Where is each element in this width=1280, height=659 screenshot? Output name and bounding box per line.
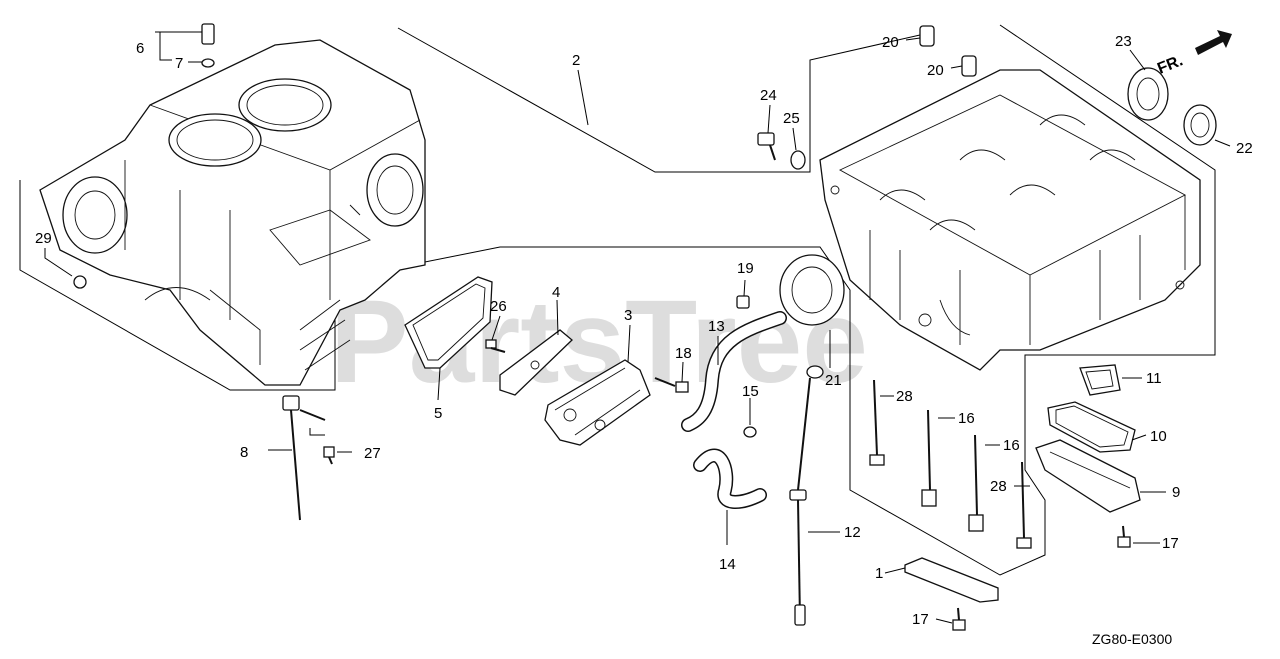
part-22-oil-seal[interactable] [1183, 104, 1217, 146]
group-outline-cover [1024, 400, 1046, 545]
callout-10: 10 [1150, 428, 1167, 445]
callout-20-a: 20 [882, 34, 899, 51]
callout-22: 22 [1236, 140, 1253, 157]
part-28-bolt-b[interactable] [1016, 461, 1032, 549]
callout-17-a: 17 [1162, 535, 1179, 552]
callout-1: 1 [875, 565, 883, 582]
callout-5: 5 [434, 405, 442, 422]
part-9-cover[interactable] [1035, 439, 1141, 513]
group-outline-cylinder-left [19, 180, 336, 391]
part-7-washer[interactable] [201, 58, 215, 68]
part-15-clamp[interactable] [743, 426, 757, 438]
part-4-plate[interactable] [499, 329, 573, 396]
part-6-dowel[interactable] [201, 23, 215, 45]
callout-13: 13 [708, 318, 725, 335]
arrow-icon [1195, 30, 1232, 55]
part-25-washer[interactable] [790, 150, 806, 170]
callout-8: 8 [240, 444, 248, 461]
callout-16-a: 16 [958, 410, 975, 427]
callout-23: 23 [1115, 33, 1132, 50]
callout-18: 18 [675, 345, 692, 362]
part-5-gasket[interactable] [404, 276, 493, 369]
part-28-bolt-a[interactable] [869, 379, 885, 466]
part-16-bolt-a[interactable] [921, 409, 937, 507]
callout-4: 4 [552, 284, 560, 301]
part-13-breather-tube[interactable] [681, 311, 787, 432]
callout-29: 29 [35, 230, 52, 247]
part-1-plate[interactable] [904, 557, 999, 603]
part-16-bolt-b[interactable] [968, 434, 984, 532]
callout-17-b: 17 [912, 611, 929, 628]
callout-27: 27 [364, 445, 381, 462]
crankcase[interactable] [819, 69, 1201, 371]
callout-12: 12 [844, 524, 861, 541]
part-8-tube[interactable] [282, 395, 326, 521]
part-12-dipstick[interactable] [789, 365, 824, 626]
callout-16-b: 16 [1003, 437, 1020, 454]
part-29-plug[interactable] [73, 275, 87, 289]
callout-11: 11 [1146, 370, 1162, 387]
front-direction-arrow: FR. [1155, 30, 1232, 78]
callout-26: 26 [490, 298, 507, 315]
callout-24: 24 [760, 87, 777, 104]
callout-9: 9 [1172, 484, 1180, 501]
callout-7: 7 [175, 55, 183, 72]
callout-14: 14 [719, 556, 736, 573]
group-outline-crankcase-right [999, 24, 1216, 400]
callout-3: 3 [624, 307, 632, 324]
part-26-bolt[interactable] [485, 339, 506, 353]
callout-2: 2 [572, 52, 580, 69]
part-11-element[interactable] [1079, 364, 1121, 396]
part-14-tube[interactable] [693, 448, 767, 509]
callout-25: 25 [783, 110, 800, 127]
diagram-code: ZG80-E0300 [1092, 631, 1172, 647]
callout-28-b: 28 [990, 478, 1007, 495]
part-17-bolt-a[interactable] [1117, 525, 1131, 548]
part-20-dowel-a[interactable] [919, 25, 935, 47]
part-20-dowel-b[interactable] [961, 55, 977, 77]
group-outline-cylinder-block [397, 27, 921, 173]
part-10-gasket[interactable] [1047, 401, 1136, 453]
part-27-bolt[interactable] [323, 446, 335, 465]
callout-6: 6 [136, 40, 144, 57]
part-24-bolt[interactable] [757, 132, 776, 161]
cylinder-block[interactable] [39, 39, 426, 386]
part-3-breather-cover[interactable] [544, 359, 651, 446]
callout-20-b: 20 [927, 62, 944, 79]
part-23-oil-seal[interactable] [1127, 67, 1169, 121]
part-21-oil-seal[interactable] [779, 254, 845, 326]
leader-lines [44, 31, 1231, 624]
part-17-bolt-b[interactable] [952, 607, 966, 631]
callout-19: 19 [737, 260, 754, 277]
callout-15: 15 [742, 383, 759, 400]
part-19-clip[interactable] [736, 295, 750, 309]
callout-21: 21 [825, 372, 842, 389]
callout-28-a: 28 [896, 388, 913, 405]
callout-numbers: 1 2 3 4 5 6 7 8 9 10 11 12 13 14 15 16 1… [35, 33, 1253, 628]
